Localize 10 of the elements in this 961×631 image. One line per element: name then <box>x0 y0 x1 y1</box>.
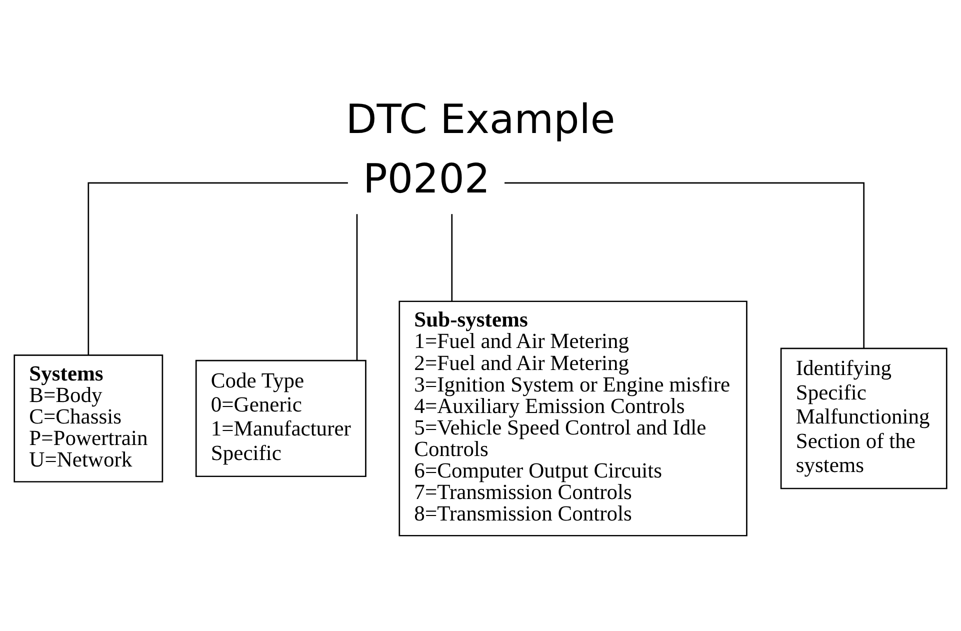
connector <box>451 214 453 302</box>
node-box: Identifying Specific Malfunctioning Section of the systems <box>780 348 948 490</box>
node-box: Code Type 0=Generic 1=Manufacturer Specific <box>195 360 366 478</box>
diagram-title: DTC Example <box>346 96 616 144</box>
node-text: P0202 <box>363 155 490 202</box>
node-box: Sub-systems 1=Fuel and Air Metering 2=Fuel and Air Metering 3=Ignition System or Engine misfire 4=Auxiliary Emission Controls 5=Vehicle Speed Control and Idle Controls 6=Computer Output Circuits 7=Transmission Controls 8=Transmission Controls <box>398 300 748 536</box>
node-box: Systems B=Body C=Chassis P=Powertrain U=Network <box>14 354 164 482</box>
connector <box>504 182 865 348</box>
connector <box>356 214 358 360</box>
connector <box>88 182 348 355</box>
